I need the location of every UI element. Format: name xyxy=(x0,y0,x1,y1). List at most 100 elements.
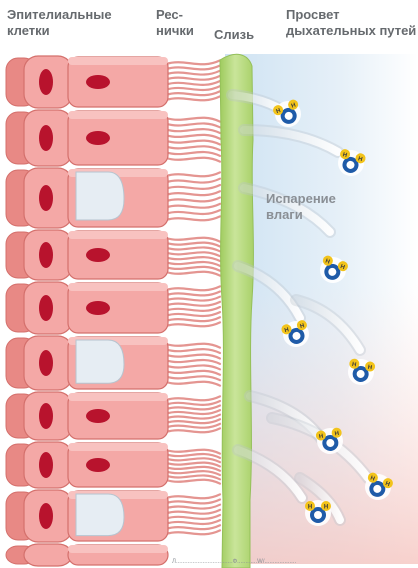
cilia-icon xyxy=(166,475,220,479)
cilia-icon xyxy=(166,71,220,75)
cell-highlight xyxy=(68,443,168,451)
cell-nucleus xyxy=(86,248,110,262)
cell-nucleus xyxy=(86,131,110,145)
cilia-icon xyxy=(166,307,220,311)
goblet-cell xyxy=(76,494,124,536)
cilia-icon xyxy=(166,292,220,296)
cell-highlight xyxy=(68,57,168,65)
cilia-icon xyxy=(166,365,220,369)
cilia-icon xyxy=(166,360,220,364)
cilia-icon xyxy=(166,322,220,326)
cilia-icon xyxy=(166,172,220,176)
cilia-icon xyxy=(166,382,220,386)
water-molecule-icon: HH xyxy=(305,500,331,526)
cilia-icon xyxy=(166,396,220,400)
cilia-icon xyxy=(166,81,220,85)
cilia-icon xyxy=(166,60,220,64)
cilia-icon xyxy=(166,118,220,122)
cilia-icon xyxy=(166,135,220,139)
cilia-icon xyxy=(166,450,220,454)
cilia-icon xyxy=(166,510,220,514)
cilia-icon xyxy=(166,371,220,375)
cilia-icon xyxy=(166,520,220,524)
cilia-icon xyxy=(166,463,220,467)
cilia-icon xyxy=(166,349,220,353)
cell-highlight xyxy=(68,283,168,291)
cell-nucleus xyxy=(39,125,53,151)
cilia-icon xyxy=(166,530,220,534)
cilia-icon xyxy=(166,91,220,95)
cell-nucleus xyxy=(39,403,53,429)
epithelial-cell xyxy=(6,56,168,108)
cilia-icon xyxy=(166,500,220,504)
cell-nucleus xyxy=(39,350,53,376)
cilia-icon xyxy=(166,297,220,301)
cilia-icon xyxy=(166,257,220,261)
cell-nucleus xyxy=(86,458,110,472)
cilia-icon xyxy=(166,515,220,519)
cilia-icon xyxy=(166,401,220,405)
cilia-icon xyxy=(166,141,220,145)
epithelial-cell xyxy=(6,544,168,566)
cilia-icon xyxy=(166,210,220,214)
evaporation-label: Испарение влаги xyxy=(266,191,336,223)
hydrogen-symbol: H xyxy=(324,505,328,511)
cell-nucleus xyxy=(39,503,53,529)
cell-nucleus xyxy=(86,75,110,89)
cilia-icon xyxy=(166,262,220,266)
cilia-icon xyxy=(166,76,220,80)
cilia-icon xyxy=(166,185,220,189)
cell-highlight xyxy=(68,231,168,239)
cell-nucleus xyxy=(39,295,53,321)
epithelial-cell xyxy=(6,392,168,440)
cilia-icon xyxy=(166,525,220,529)
cilia-icon xyxy=(166,376,220,380)
cilia-icon xyxy=(166,66,220,70)
cilia-icon xyxy=(166,238,220,242)
cilia-icon xyxy=(166,272,220,276)
cilia-icon xyxy=(166,191,220,195)
cell-body xyxy=(24,544,72,566)
epithelial-cell xyxy=(6,282,168,334)
cilia-icon xyxy=(166,505,220,509)
cell-body xyxy=(68,111,168,165)
cilia-icon xyxy=(166,410,220,414)
cell-nucleus xyxy=(39,452,53,478)
cilia-icon xyxy=(166,247,220,251)
cell-nucleus xyxy=(39,185,53,211)
cilia-icon xyxy=(166,480,220,484)
airway-lumen-label: Просвет дыхательных путей xyxy=(286,7,416,39)
cilia-icon xyxy=(166,428,220,432)
cilia-icon xyxy=(166,344,220,348)
cell-nucleus xyxy=(39,242,53,268)
cilia-icon xyxy=(166,312,220,316)
cell-highlight xyxy=(68,393,168,401)
cilia-icon xyxy=(166,302,220,306)
cilia-icon xyxy=(166,467,220,471)
oxygen-core xyxy=(314,511,322,519)
image-credit: Л..................................Ф....… xyxy=(172,559,296,565)
cilia-icon xyxy=(166,204,220,208)
epithelial-cell xyxy=(6,230,168,280)
cilia-icon xyxy=(166,96,220,100)
cilia-icon xyxy=(166,158,220,162)
cilia-icon xyxy=(166,317,220,321)
cilia-icon xyxy=(166,458,220,462)
cell-nucleus xyxy=(86,409,110,423)
cilia-icon xyxy=(166,454,220,458)
cilia-icon xyxy=(166,494,220,498)
epithelial-cell xyxy=(6,490,168,542)
epithelial-cell xyxy=(6,442,168,488)
cilia-icon xyxy=(166,146,220,150)
cilia-icon xyxy=(166,471,220,475)
cilia-icon xyxy=(166,216,220,220)
epithelial-cells-label: Эпителиальные клетки xyxy=(7,7,112,39)
epithelial-cell xyxy=(6,336,168,390)
cilia-icon xyxy=(166,252,220,256)
cilia-icon xyxy=(166,415,220,419)
cilia-icon xyxy=(166,86,220,90)
cilia-icon xyxy=(166,179,220,183)
cilia-icon xyxy=(166,406,220,410)
hydrogen-symbol: H xyxy=(308,505,312,511)
